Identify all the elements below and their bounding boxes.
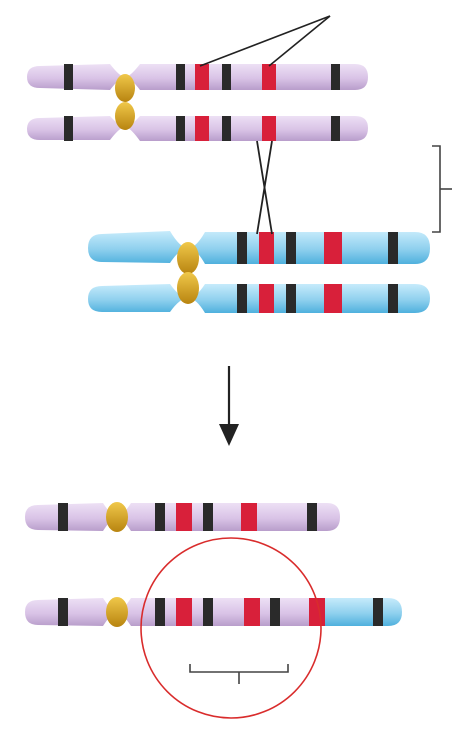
band [286,284,296,313]
band [176,116,185,141]
band-red [324,232,342,264]
band [58,503,68,531]
down-arrow-icon [219,366,239,446]
band [373,598,383,626]
result-chromosome-recombinant [25,597,402,627]
band [222,116,231,141]
highlight-circle [140,537,322,719]
crossover-x-icon [256,140,273,235]
centromere [106,502,128,532]
band [388,284,398,313]
centromere [115,74,135,102]
label-pointer-lines [199,15,331,67]
band [64,64,73,90]
band [64,116,73,141]
band-red [241,503,257,531]
band-red [244,598,260,626]
centromere [177,242,199,274]
band-red [176,503,192,531]
band-red [259,284,274,313]
band [58,598,68,626]
band [203,503,213,531]
blue-homolog [88,231,430,313]
band-red [262,116,276,141]
band-red [195,116,209,141]
centromere [115,102,135,130]
band-red [259,232,274,264]
band [155,503,165,531]
purple-chromatid-1 [27,64,368,90]
band [307,503,317,531]
band [237,284,247,313]
blue-chromatid-2 [88,284,430,313]
band-red [176,598,192,626]
blue-chromatid-1 [88,231,430,264]
band [388,232,398,264]
band [222,64,231,90]
band-red [324,284,342,313]
band [237,232,247,264]
centromere [106,597,128,627]
recombinant-region-bracket [189,664,289,673]
band [176,64,185,90]
band-red [195,64,209,90]
band [203,598,213,626]
result-chromosome-parental [25,502,340,532]
band-red [262,64,276,90]
centromere [177,272,199,304]
band [331,116,340,141]
homolog-pair-bracket [432,145,441,233]
purple-chromatid-2 [27,116,368,141]
purple-homolog [27,64,368,141]
band [155,598,165,626]
band [270,598,280,626]
band [286,232,296,264]
band [331,64,340,90]
